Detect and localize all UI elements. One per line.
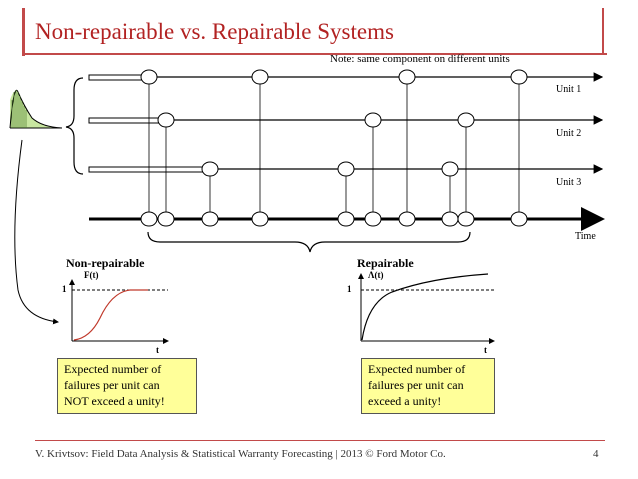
non-repairable-note-line-2: failures per unit can: [64, 378, 160, 392]
note-text: Note: same component on different units: [330, 53, 510, 65]
non-repairable-y-label: F(t): [84, 270, 99, 280]
unit-1-label: Unit 1: [556, 84, 582, 95]
repairable-y-label: Λ(t): [368, 270, 384, 280]
repairable-label: Repairable: [357, 256, 414, 270]
title-rule-left: [22, 8, 25, 56]
failure-markers: [140, 69, 528, 227]
distribution-icon: [9, 89, 63, 129]
repairable-note-line-1: Expected number of: [368, 362, 466, 376]
footer-text: V. Krivtsov: Field Data Analysis & Stati…: [35, 448, 446, 460]
non-repairable-plot: [69, 279, 169, 344]
bottom-brace: [147, 231, 471, 253]
repairable-one-label: 1: [347, 284, 352, 294]
non-repairable-note-box: Expected number of failures per unit can…: [57, 358, 197, 414]
non-repairable-label: Non-repairable: [66, 256, 145, 270]
drop-lines: [148, 77, 520, 219]
page-number: 4: [593, 448, 599, 460]
title-rule-bottom: [22, 53, 607, 55]
repairable-note-box: Expected number of failures per unit can…: [361, 358, 495, 414]
time-label: Time: [575, 231, 596, 242]
non-repairable-note-line-3: NOT exceed a unity!: [64, 394, 165, 408]
unit-2-label: Unit 2: [556, 128, 582, 139]
footer-rule: [35, 440, 605, 441]
repairable-x-label: t: [484, 345, 487, 355]
title-rule-right: [602, 8, 604, 55]
left-brace: [65, 77, 84, 175]
slide-title: Non-repairable vs. Repairable Systems: [35, 19, 394, 44]
curved-arrow: [14, 139, 59, 325]
non-repairable-x-label: t: [156, 345, 159, 355]
repairable-note-line-2: failures per unit can: [368, 378, 464, 392]
unit-3-label: Unit 3: [556, 177, 582, 188]
non-repairable-one-label: 1: [62, 284, 67, 294]
repairable-plot: [358, 273, 495, 344]
repairable-note-line-3: exceed a unity!: [368, 394, 442, 408]
non-repairable-note-line-1: Expected number of: [64, 362, 162, 376]
